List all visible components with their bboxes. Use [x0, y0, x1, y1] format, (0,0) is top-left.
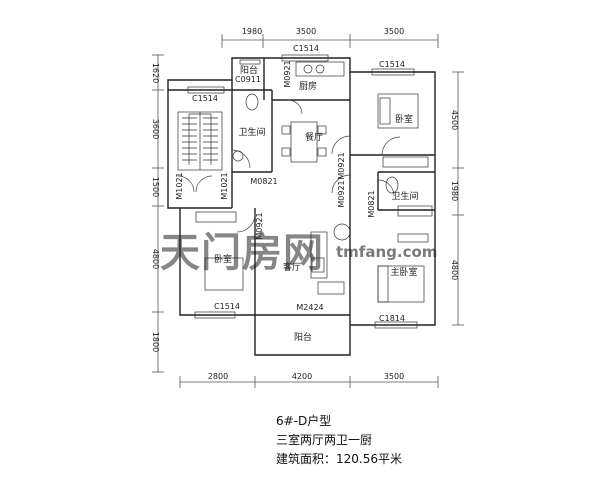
windows	[187, 54, 418, 329]
top-dim-2: 3500	[296, 27, 316, 36]
door-swings	[177, 99, 401, 233]
unit-type: 6#-D户型	[276, 414, 332, 428]
walls	[167, 57, 436, 356]
code-c1514-left: C1514	[214, 302, 240, 311]
left-dim-5: 1800	[151, 332, 160, 352]
dimension-lines	[152, 34, 464, 388]
room-balcony-bottom: 阳台	[294, 331, 312, 343]
bottom-dim-3: 3500	[384, 372, 404, 381]
top-dim-1: 1980	[242, 27, 262, 36]
room-layout: 三室两厅两卫一厨	[276, 433, 373, 447]
code-m-kitchen: M0921	[283, 60, 292, 87]
room-kitchen: 厨房	[299, 80, 317, 92]
room-balcony-top: 阳台	[240, 64, 258, 76]
code-c1514-topright: C1514	[379, 60, 405, 69]
left-dim-4: 4800	[151, 249, 160, 269]
code-m0921-right: M0921	[337, 180, 346, 207]
top-dim-3: 3500	[384, 27, 404, 36]
code-m2424: M2424	[296, 303, 323, 312]
code-c1514-stair: C1514	[192, 94, 218, 103]
room-bath-right: 卫生间	[391, 190, 418, 202]
code-c1514-top: C1514	[293, 44, 319, 53]
bottom-dim-2: 4200	[292, 372, 312, 381]
room-dining: 餐厅	[305, 131, 323, 143]
code-c1814: C1814	[379, 314, 405, 323]
right-dim-3: 4800	[450, 260, 459, 280]
stairwell	[177, 111, 223, 171]
left-dim-1: 1620	[151, 63, 160, 83]
left-dim-2: 3600	[151, 119, 160, 139]
room-master-bedroom: 主卧室	[390, 266, 417, 278]
watermark-text: 天门房网	[160, 230, 324, 276]
code-m0921-mid: M0921	[337, 152, 346, 179]
watermark-url: tmfang.com	[336, 243, 437, 261]
bottom-dim-1: 2800	[208, 372, 228, 381]
right-dim-1: 4500	[450, 110, 459, 130]
code-c0911: C0911	[235, 75, 261, 84]
code-m0921-left: M0921	[255, 212, 264, 239]
code-m1021: M1021	[175, 172, 184, 199]
code-m0821-bath: M0821	[250, 177, 277, 186]
code-m0821-right: M0821	[367, 190, 376, 217]
room-bath-left: 卫生间	[238, 126, 265, 138]
room-bedroom-left: 卧室	[214, 253, 232, 265]
left-dim-3: 1500	[151, 177, 160, 197]
right-dim-2: 1980	[450, 181, 459, 201]
furniture	[195, 61, 433, 303]
code-m1021-entry: M1021	[220, 172, 229, 199]
room-living: 客厅	[283, 261, 301, 273]
building-area: 建筑面积：120.56平米	[276, 452, 402, 466]
room-bedroom-top-right: 卧室	[395, 113, 413, 125]
plan-caption: 6#-D户型 三室两厅两卫一厨 建筑面积：120.56平米	[276, 412, 402, 469]
